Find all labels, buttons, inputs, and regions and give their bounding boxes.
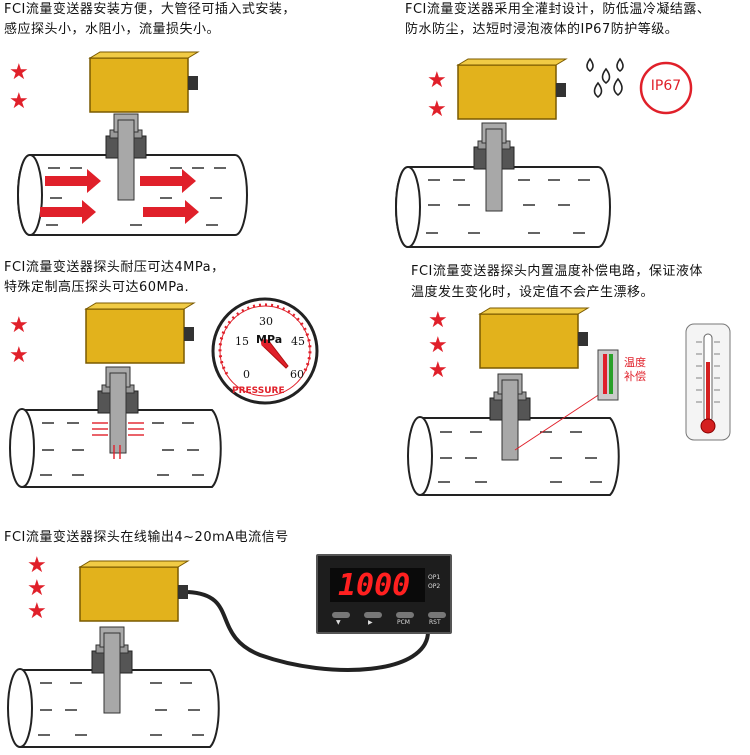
flow-arrow-icon	[40, 169, 199, 224]
pressure-sensor-diagram	[9, 302, 222, 488]
meter-value: 1000	[338, 568, 411, 603]
pressure-gauge-icon	[211, 297, 319, 405]
gauge-tick-45: 45	[291, 335, 305, 348]
temperature-comp-label-line1: 温度	[624, 356, 646, 369]
meter-button-right-label: ▶	[368, 619, 373, 626]
sealed-sensor-diagram	[395, 57, 624, 248]
temperature-caption-line2: 温度发生变化时，设定值不会产生漂移。	[411, 285, 655, 300]
meter-button-down[interactable]	[332, 612, 350, 618]
thermometer-icon	[685, 323, 731, 441]
star-icon: ★	[9, 343, 29, 368]
meter-button-rst-label: RST	[429, 619, 441, 626]
meter-button-pcm[interactable]	[396, 612, 414, 618]
star-icon: ★	[9, 89, 29, 114]
meter-button-right[interactable]	[364, 612, 382, 618]
meter-display: 1000	[330, 568, 425, 603]
meter-button-pcm-label: PCM	[397, 619, 410, 626]
gauge-tick-15: 15	[235, 335, 249, 348]
gauge-tick-0: 0	[243, 368, 250, 381]
star-icon: ★	[428, 308, 448, 333]
temperature-sensor-diagram	[407, 307, 620, 496]
star-icon: ★	[9, 313, 29, 338]
pressure-caption-line1: FCI流量变送器探头耐压可达4MPa，	[4, 260, 225, 275]
panel-meter: 1000 OP1 OP2 ▼ ▶ PCM RST	[316, 554, 452, 634]
meter-button-down-label: ▼	[336, 619, 341, 626]
gauge-label: PRESSURE	[232, 386, 285, 396]
star-icon: ★	[427, 68, 447, 93]
ip67-badge-text: IP67	[650, 78, 682, 94]
install-caption-line1: FCI流量变送器安装方便，大管径可插入式安装，	[4, 2, 296, 17]
output-caption: FCI流量变送器探头在线输出4~20mA电流信号	[4, 530, 289, 545]
compensation-probe-icon	[597, 349, 619, 401]
meter-button-rst[interactable]	[428, 612, 446, 618]
output-sensor-diagram	[7, 560, 431, 748]
ip67-badge	[639, 61, 693, 115]
temperature-comp-label-line2: 补偿	[624, 370, 646, 383]
pressure-caption-line2: 特殊定制高压探头可达60MPa.	[4, 280, 190, 295]
star-icon: ★	[9, 60, 29, 85]
install-sensor-diagram	[17, 51, 248, 236]
install-caption-line2: 感应探头小，水阻小，流量损失小。	[4, 22, 221, 37]
star-icon: ★	[27, 576, 47, 601]
star-icon: ★	[428, 358, 448, 383]
meter-op1: OP1	[428, 574, 441, 581]
gauge-unit: MPa	[256, 333, 283, 346]
star-icon: ★	[427, 97, 447, 122]
sealed-caption-line1: FCI流量变送器采用全灌封设计，防低温冷凝结露、	[405, 2, 711, 17]
gauge-tick-60: 60	[290, 368, 304, 381]
meter-op2: OP2	[428, 583, 441, 590]
water-drop-icon	[586, 57, 624, 98]
temperature-caption-line1: FCI流量变送器探头内置温度补偿电路，保证液体	[411, 264, 703, 279]
sealed-caption-line2: 防水防尘，达短时浸泡液体的IP67防护等级。	[405, 22, 679, 37]
star-icon: ★	[428, 333, 448, 358]
gauge-tick-30: 30	[259, 315, 273, 328]
star-icon: ★	[27, 599, 47, 624]
star-icon: ★	[27, 553, 47, 578]
